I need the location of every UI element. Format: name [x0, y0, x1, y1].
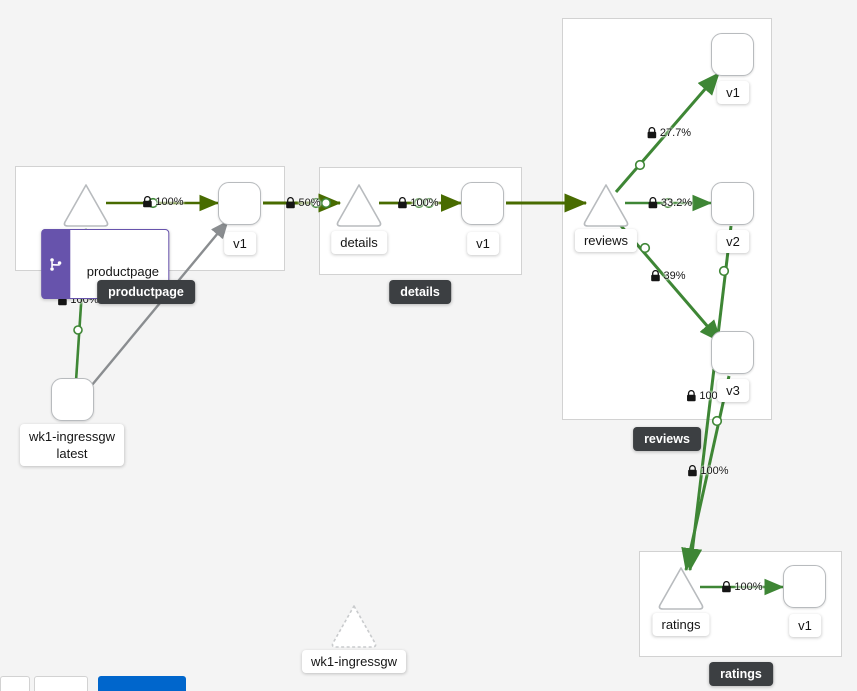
toolbar-zoom-chip[interactable]	[34, 676, 88, 691]
node-reviews-v3[interactable]	[711, 331, 754, 374]
node-label-details-v1[interactable]: v1	[467, 232, 499, 255]
group-label-details[interactable]: details	[389, 280, 451, 304]
node-label-ratings-service[interactable]: ratings	[652, 613, 710, 636]
node-label-reviews-v2[interactable]: v2	[717, 230, 749, 253]
lock-icon	[142, 196, 152, 208]
edge-label-text: 100	[699, 390, 718, 402]
node-productpage-v1[interactable]	[218, 182, 261, 225]
edge-reviews-v3-to-ratings-service[interactable]	[681, 375, 731, 572]
edge-label-text: 100%	[155, 196, 184, 208]
edge-label-text: 100%	[410, 197, 439, 209]
group-label-ratings[interactable]: ratings	[709, 662, 773, 686]
edge-label-text: 27.7%	[659, 127, 692, 139]
edge-label-productpage-v1-to-details-service[interactable]: 50%	[285, 197, 321, 209]
node-label-reviews-v3[interactable]: v3	[717, 379, 749, 402]
edge-label-reviews-v3-to-ratings-service[interactable]: 100%	[687, 465, 729, 477]
node-reviews-service[interactable]	[583, 184, 629, 227]
toolbar-primary-action-button[interactable]	[98, 676, 186, 691]
lock-icon	[721, 581, 731, 593]
edge-label-reviews-v2-to-ratings-service[interactable]: 100	[686, 390, 718, 402]
edge-label-text: 50%	[298, 197, 321, 209]
group-label-reviews[interactable]: reviews	[633, 427, 701, 451]
node-details-v1[interactable]	[461, 182, 504, 225]
node-ratings-service[interactable]	[658, 567, 704, 610]
toolbar-legend-chip[interactable]	[0, 676, 30, 691]
virtualservice-icon	[41, 229, 71, 299]
node-label-text: productpage	[86, 264, 160, 279]
edge-label-text: 100%	[700, 465, 729, 477]
node-label-reviews-service[interactable]: reviews	[574, 229, 638, 252]
node-label-wk1-ingressgw-workload[interactable]: wk1-ingressgw latest	[20, 424, 124, 466]
lock-icon	[397, 197, 407, 209]
edge-label-productpage-service-to-v1[interactable]: 100%	[142, 196, 184, 208]
edge-reviews-v2-to-ratings-service[interactable]	[683, 225, 733, 572]
lock-icon	[648, 197, 658, 209]
lock-icon	[650, 270, 660, 282]
node-reviews-v2[interactable]	[711, 182, 754, 225]
lock-icon	[686, 390, 696, 402]
node-wk1-ingressgw-workload[interactable]	[51, 378, 94, 421]
lock-icon	[647, 127, 657, 139]
lock-icon	[285, 197, 295, 209]
edge-label-text: 100%	[734, 581, 763, 593]
group-label-productpage[interactable]: productpage	[97, 280, 195, 304]
edge-productpage-v1-to-details-service[interactable]	[263, 193, 342, 213]
edge-label-text: 39%	[663, 270, 686, 282]
node-label-reviews-v1[interactable]: v1	[717, 81, 749, 104]
edge-label-text: 33.2%	[660, 197, 693, 209]
node-reviews-v1[interactable]	[711, 33, 754, 76]
node-ratings-v1[interactable]	[783, 565, 826, 608]
node-details-service[interactable]	[336, 184, 382, 227]
edge-label-reviews-service-to-v1[interactable]: 27.7%	[647, 127, 691, 139]
edge-reviews-service-to-v2[interactable]	[625, 194, 713, 212]
lock-icon	[687, 465, 697, 477]
edge-reviews-service-to-v1[interactable]	[614, 72, 721, 193]
edge-label-reviews-service-to-v3[interactable]: 39%	[650, 270, 686, 282]
edge-details-service-to-v1[interactable]	[379, 194, 463, 212]
node-wk1-ingressgw-service-idle[interactable]	[331, 605, 377, 648]
edge-label-reviews-service-to-v2[interactable]: 33.2%	[648, 197, 692, 209]
edge-label-ratings-service-to-v1[interactable]: 100%	[721, 581, 763, 593]
node-productpage-service[interactable]	[63, 184, 109, 227]
node-label-wk1-ingressgw-service[interactable]: wk1-ingressgw	[302, 650, 406, 673]
node-label-details-service[interactable]: details	[331, 231, 387, 254]
node-label-ratings-v1[interactable]: v1	[789, 614, 821, 637]
node-label-productpage-v1[interactable]: v1	[224, 232, 256, 255]
edge-label-details-service-to-v1[interactable]: 100%	[397, 197, 439, 209]
